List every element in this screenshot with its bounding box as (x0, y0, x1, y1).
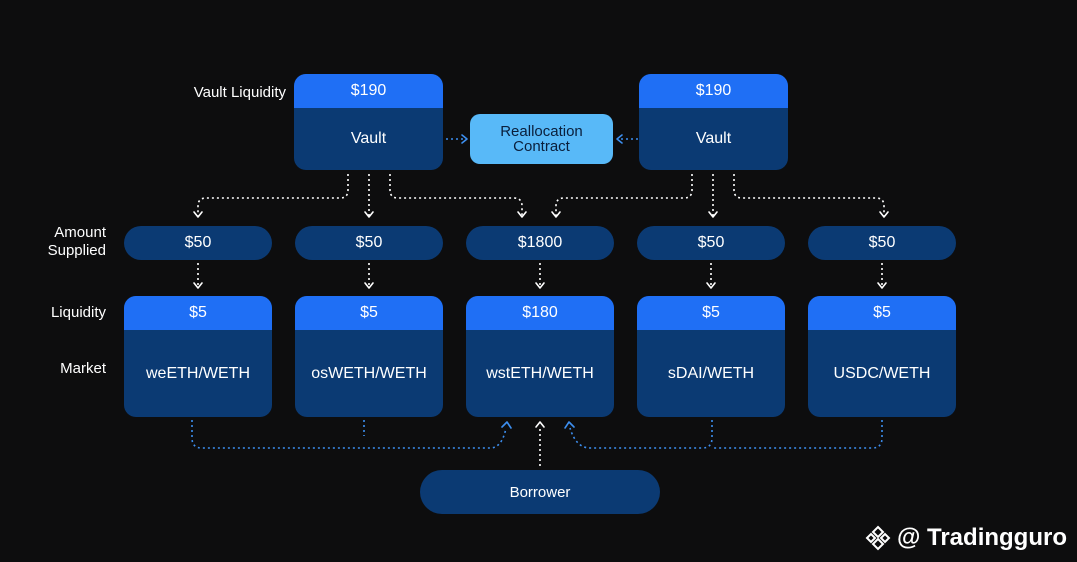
supplied-pill-usdc: $50 (808, 226, 956, 260)
supplied-pill-osweth: $50 (295, 226, 443, 260)
vault-card-left[interactable]: $190 Vault (294, 74, 443, 170)
supplied-pill-sdai: $50 (637, 226, 785, 260)
market-card-sdai[interactable]: $5 sDAI/WETH (637, 296, 785, 417)
connector-market5-return (712, 420, 883, 449)
connector-vault2-market5 (733, 174, 885, 216)
label-amount-supplied: Amount Supplied (47, 224, 106, 259)
market-liquidity: $5 (295, 296, 443, 330)
label-vault-liquidity: Vault Liquidity (193, 84, 286, 101)
label-market: Market (60, 360, 106, 377)
market-name: wstETH/WETH (486, 364, 594, 382)
market-liquidity: $5 (124, 296, 272, 330)
market-card-osweth[interactable]: $5 osWETH/WETH (295, 296, 443, 417)
vault-card-right[interactable]: $190 Vault (639, 74, 788, 170)
market-name: USDC/WETH (833, 364, 931, 382)
connector-market1-return (191, 420, 507, 449)
vault-liquidity-value: $190 (294, 74, 443, 108)
market-name: weETH/WETH (146, 364, 250, 382)
vault-liquidity-value: $190 (639, 74, 788, 108)
market-name: sDAI/WETH (667, 364, 755, 382)
label-liquidity: Liquidity (50, 304, 106, 321)
vault-name: Vault (695, 130, 732, 147)
market-card-wsteth[interactable]: $180 wstETH/WETH (466, 296, 614, 417)
market-liquidity: $5 (808, 296, 956, 330)
watermark-text: @ Tradingguro (896, 524, 1067, 551)
watermark: @ Tradingguro (865, 524, 1067, 552)
binance-logo-icon (865, 525, 891, 551)
connector-vault1-market1 (197, 174, 349, 216)
market-liquidity: $180 (466, 296, 614, 330)
market-name: osWETH/WETH (311, 364, 427, 382)
connector-vault1-market3 (389, 174, 523, 216)
market-liquidity: $5 (637, 296, 785, 330)
market-card-weeth[interactable]: $5 weETH/WETH (124, 296, 272, 417)
reallocation-contract[interactable]: Reallocation Contract (470, 114, 613, 164)
connector-market4-return (569, 420, 713, 449)
borrower-pill[interactable]: Borrower (420, 470, 660, 514)
market-card-usdc[interactable]: $5 USDC/WETH (808, 296, 956, 417)
connector-vault2-market3 (555, 174, 693, 216)
vault-name: Vault (350, 130, 387, 147)
supplied-pill-wsteth: $1800 (466, 226, 614, 260)
supplied-pill-weeth: $50 (124, 226, 272, 260)
